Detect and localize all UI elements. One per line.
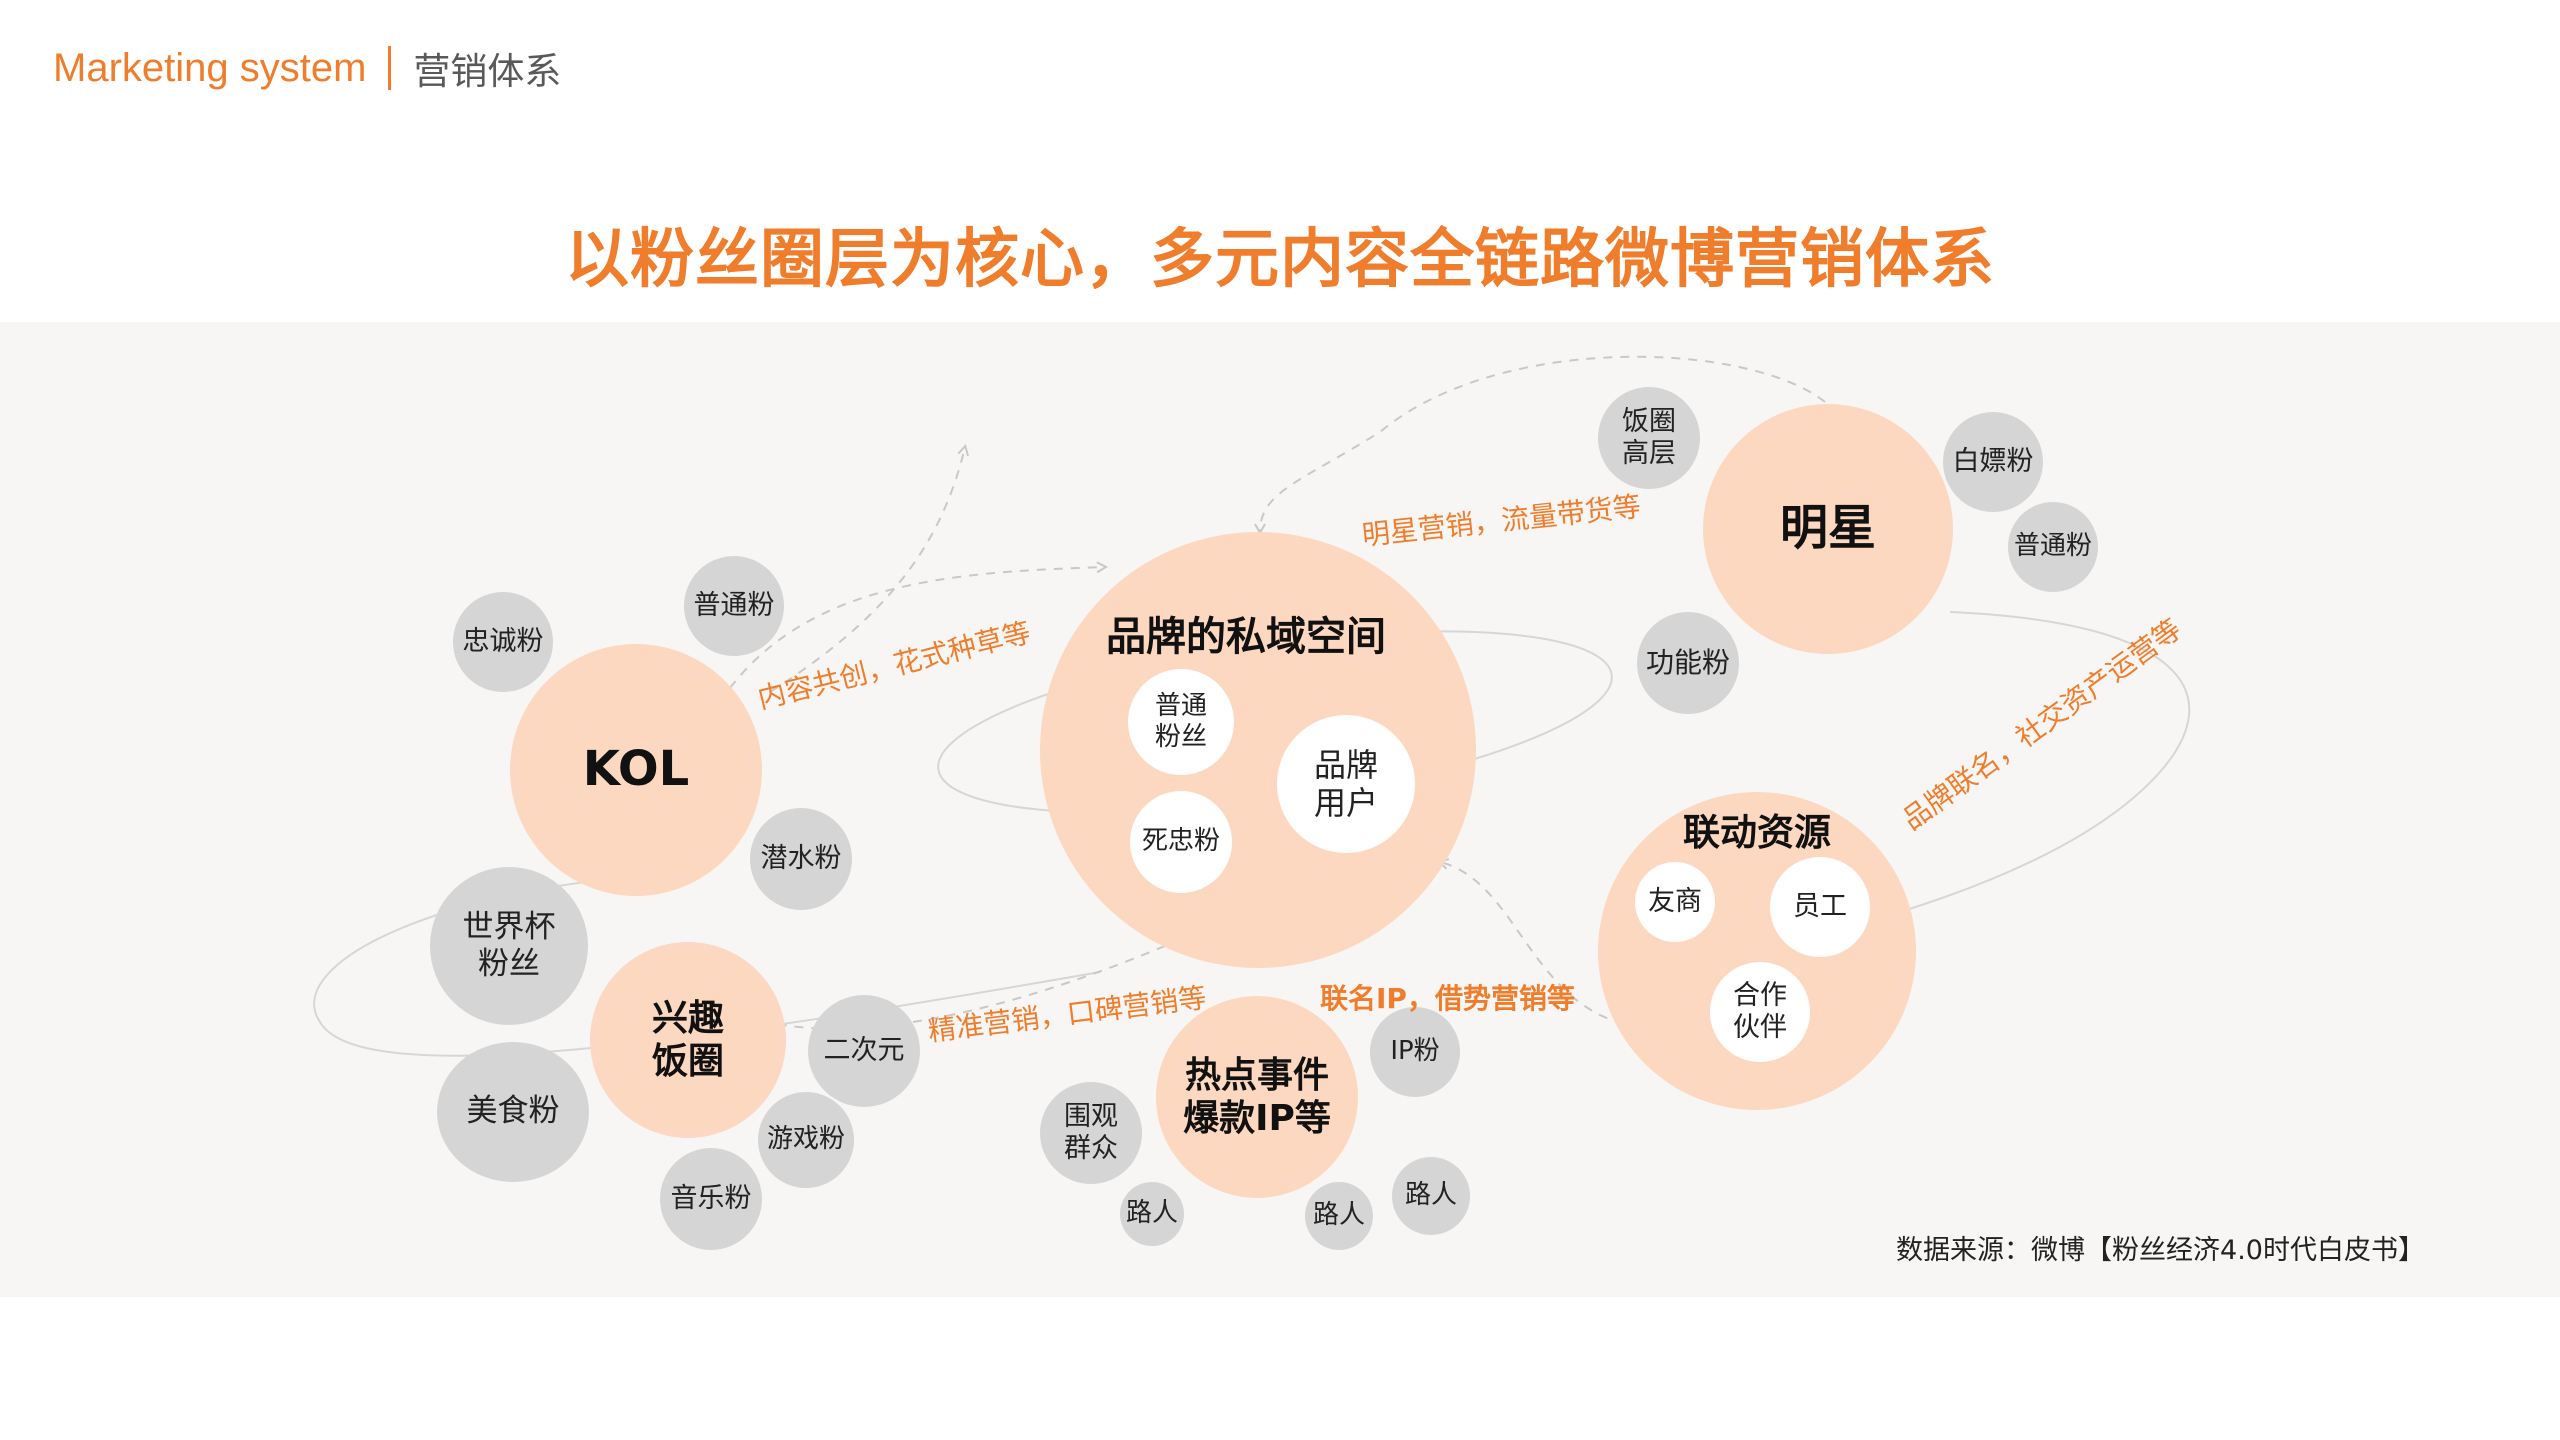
node-celebrity: 明星 bbox=[1703, 404, 1953, 654]
page-header: Marketing system 营销体系 bbox=[53, 40, 561, 96]
node-staff: 员工 bbox=[1770, 857, 1870, 957]
node-game-fans: 游戏粉 bbox=[758, 1092, 854, 1188]
node-music-fans: 音乐粉 bbox=[660, 1148, 762, 1250]
node-kol-normal-fan: 普通粉 bbox=[684, 556, 784, 656]
node-fandom-elite: 饭圈 高层 bbox=[1598, 387, 1700, 489]
node-freeloader-fans: 白嫖粉 bbox=[1943, 412, 2043, 512]
header-title-cn: 营销体系 bbox=[413, 50, 562, 93]
dashed-kol-brand bbox=[719, 561, 1109, 703]
node-friendly-business: 友商 bbox=[1635, 862, 1715, 942]
node-worldcup-fans: 世界杯 粉丝 bbox=[430, 867, 588, 1025]
node-brand-normal-fans: 普通 粉丝 bbox=[1128, 669, 1234, 775]
header-divider bbox=[388, 46, 392, 90]
dashed-star-brand bbox=[1254, 355, 1826, 536]
dashed-kol-up bbox=[769, 444, 969, 693]
node-brand-diehard-fans: 死忠粉 bbox=[1130, 791, 1232, 893]
node-star-normal-fans: 普通粉 bbox=[2008, 502, 2098, 592]
node-kol: KOL bbox=[510, 644, 762, 896]
node-kol-lurker-fan: 潜水粉 bbox=[750, 808, 852, 910]
node-passerby-left: 路人 bbox=[1120, 1182, 1184, 1246]
dashed-interest-brand bbox=[659, 921, 1221, 1030]
node-interest-fandom: 兴趣 饭圈 bbox=[590, 942, 786, 1138]
header-title-en: Marketing system bbox=[53, 45, 367, 90]
node-anime-fans: 二次元 bbox=[808, 995, 920, 1107]
node-hotspot-events: 热点事件 爆款IP等 bbox=[1156, 996, 1358, 1198]
node-functional-fans: 功能粉 bbox=[1637, 612, 1739, 714]
data-source-note: 数据来源：微博【粉丝经济4.0时代白皮书】 bbox=[1896, 1235, 2425, 1266]
brand-space-title: 品牌的私域空间 bbox=[1106, 614, 1386, 660]
node-ip-fans: IP粉 bbox=[1370, 1007, 1460, 1097]
node-onlookers: 围观 群众 bbox=[1040, 1082, 1142, 1184]
main-title: 以粉丝圈层为核心，多元内容全链路微博营销体系 bbox=[565, 223, 1995, 297]
node-kol-loyal-fan: 忠诚粉 bbox=[453, 592, 553, 692]
dashed-link-brand bbox=[1437, 858, 1641, 1028]
node-food-fans: 美食粉 bbox=[437, 1042, 589, 1182]
node-passerby-middle: 路人 bbox=[1305, 1182, 1373, 1250]
node-brand-private-space bbox=[1040, 532, 1476, 968]
node-partners: 合作 伙伴 bbox=[1710, 962, 1810, 1062]
node-passerby-right: 路人 bbox=[1392, 1157, 1470, 1235]
linkage-title: 联动资源 bbox=[1683, 811, 1831, 854]
flow-label-hotspot-to-brand: 联名IP，借势营销等 bbox=[1320, 982, 1575, 1015]
node-brand-users: 品牌 用户 bbox=[1277, 715, 1415, 853]
diagram-canvas: KOL 忠诚粉 普通粉 潜水粉 兴趣 饭圈 世界杯 粉丝 美食粉 二次元 游戏粉… bbox=[0, 322, 2560, 1297]
